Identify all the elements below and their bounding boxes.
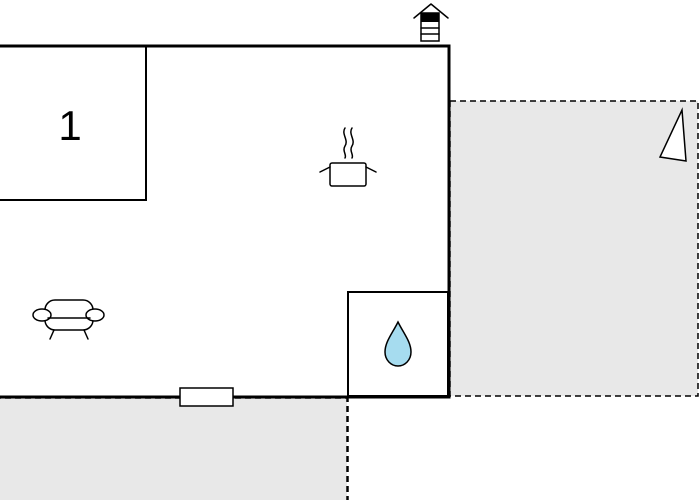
cooking-pot-icon xyxy=(319,127,377,187)
water-drop-icon xyxy=(384,320,412,367)
compass-north-icon xyxy=(658,107,687,162)
room-1-label: 1 xyxy=(58,102,81,149)
chimney-icon xyxy=(413,3,449,42)
sofa-icon xyxy=(32,299,105,340)
bathroom xyxy=(347,291,449,397)
house-outline xyxy=(0,44,451,399)
room-1 xyxy=(0,45,147,201)
terrace-south xyxy=(0,397,348,500)
door-icon xyxy=(179,387,234,407)
terrace-east xyxy=(449,100,699,397)
